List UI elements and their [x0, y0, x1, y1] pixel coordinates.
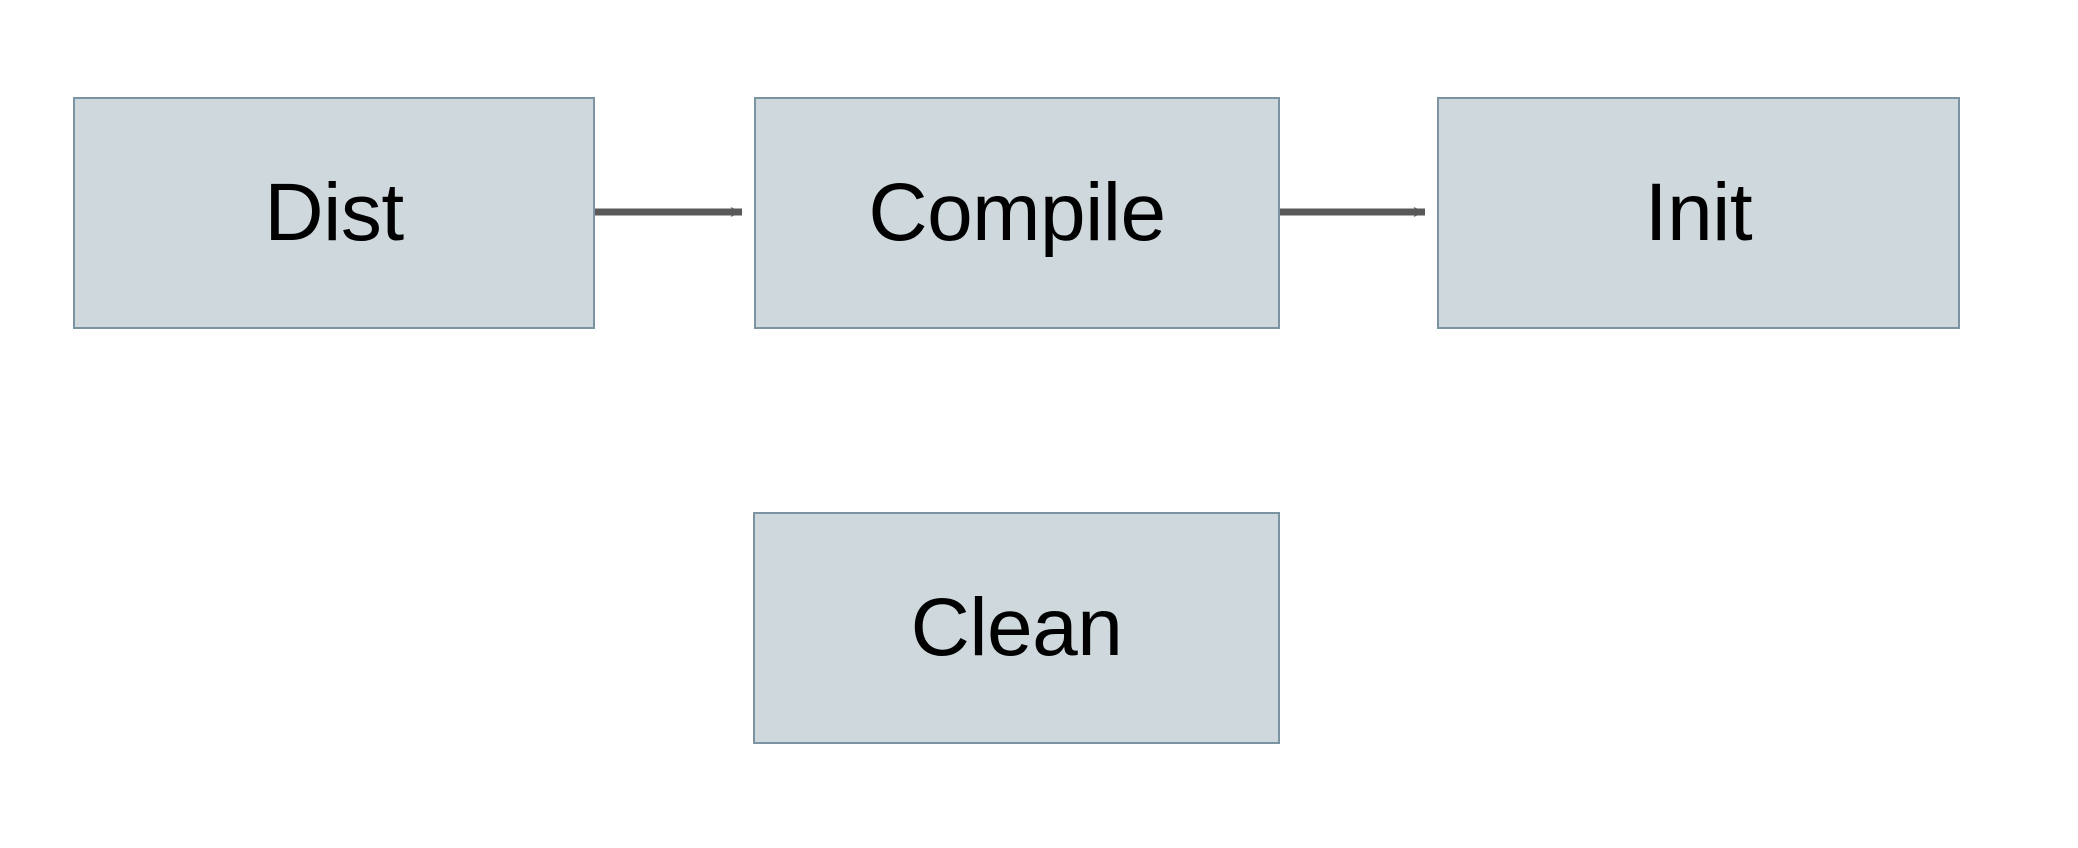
node-dist-label: Dist: [264, 167, 404, 258]
node-dist[interactable]: Dist: [73, 97, 595, 329]
node-compile[interactable]: Compile: [754, 97, 1280, 329]
node-compile-label: Compile: [868, 167, 1166, 258]
node-init-label: Init: [1644, 167, 1753, 258]
node-init[interactable]: Init: [1437, 97, 1960, 329]
node-clean-label: Clean: [910, 582, 1123, 673]
node-clean[interactable]: Clean: [753, 512, 1280, 744]
